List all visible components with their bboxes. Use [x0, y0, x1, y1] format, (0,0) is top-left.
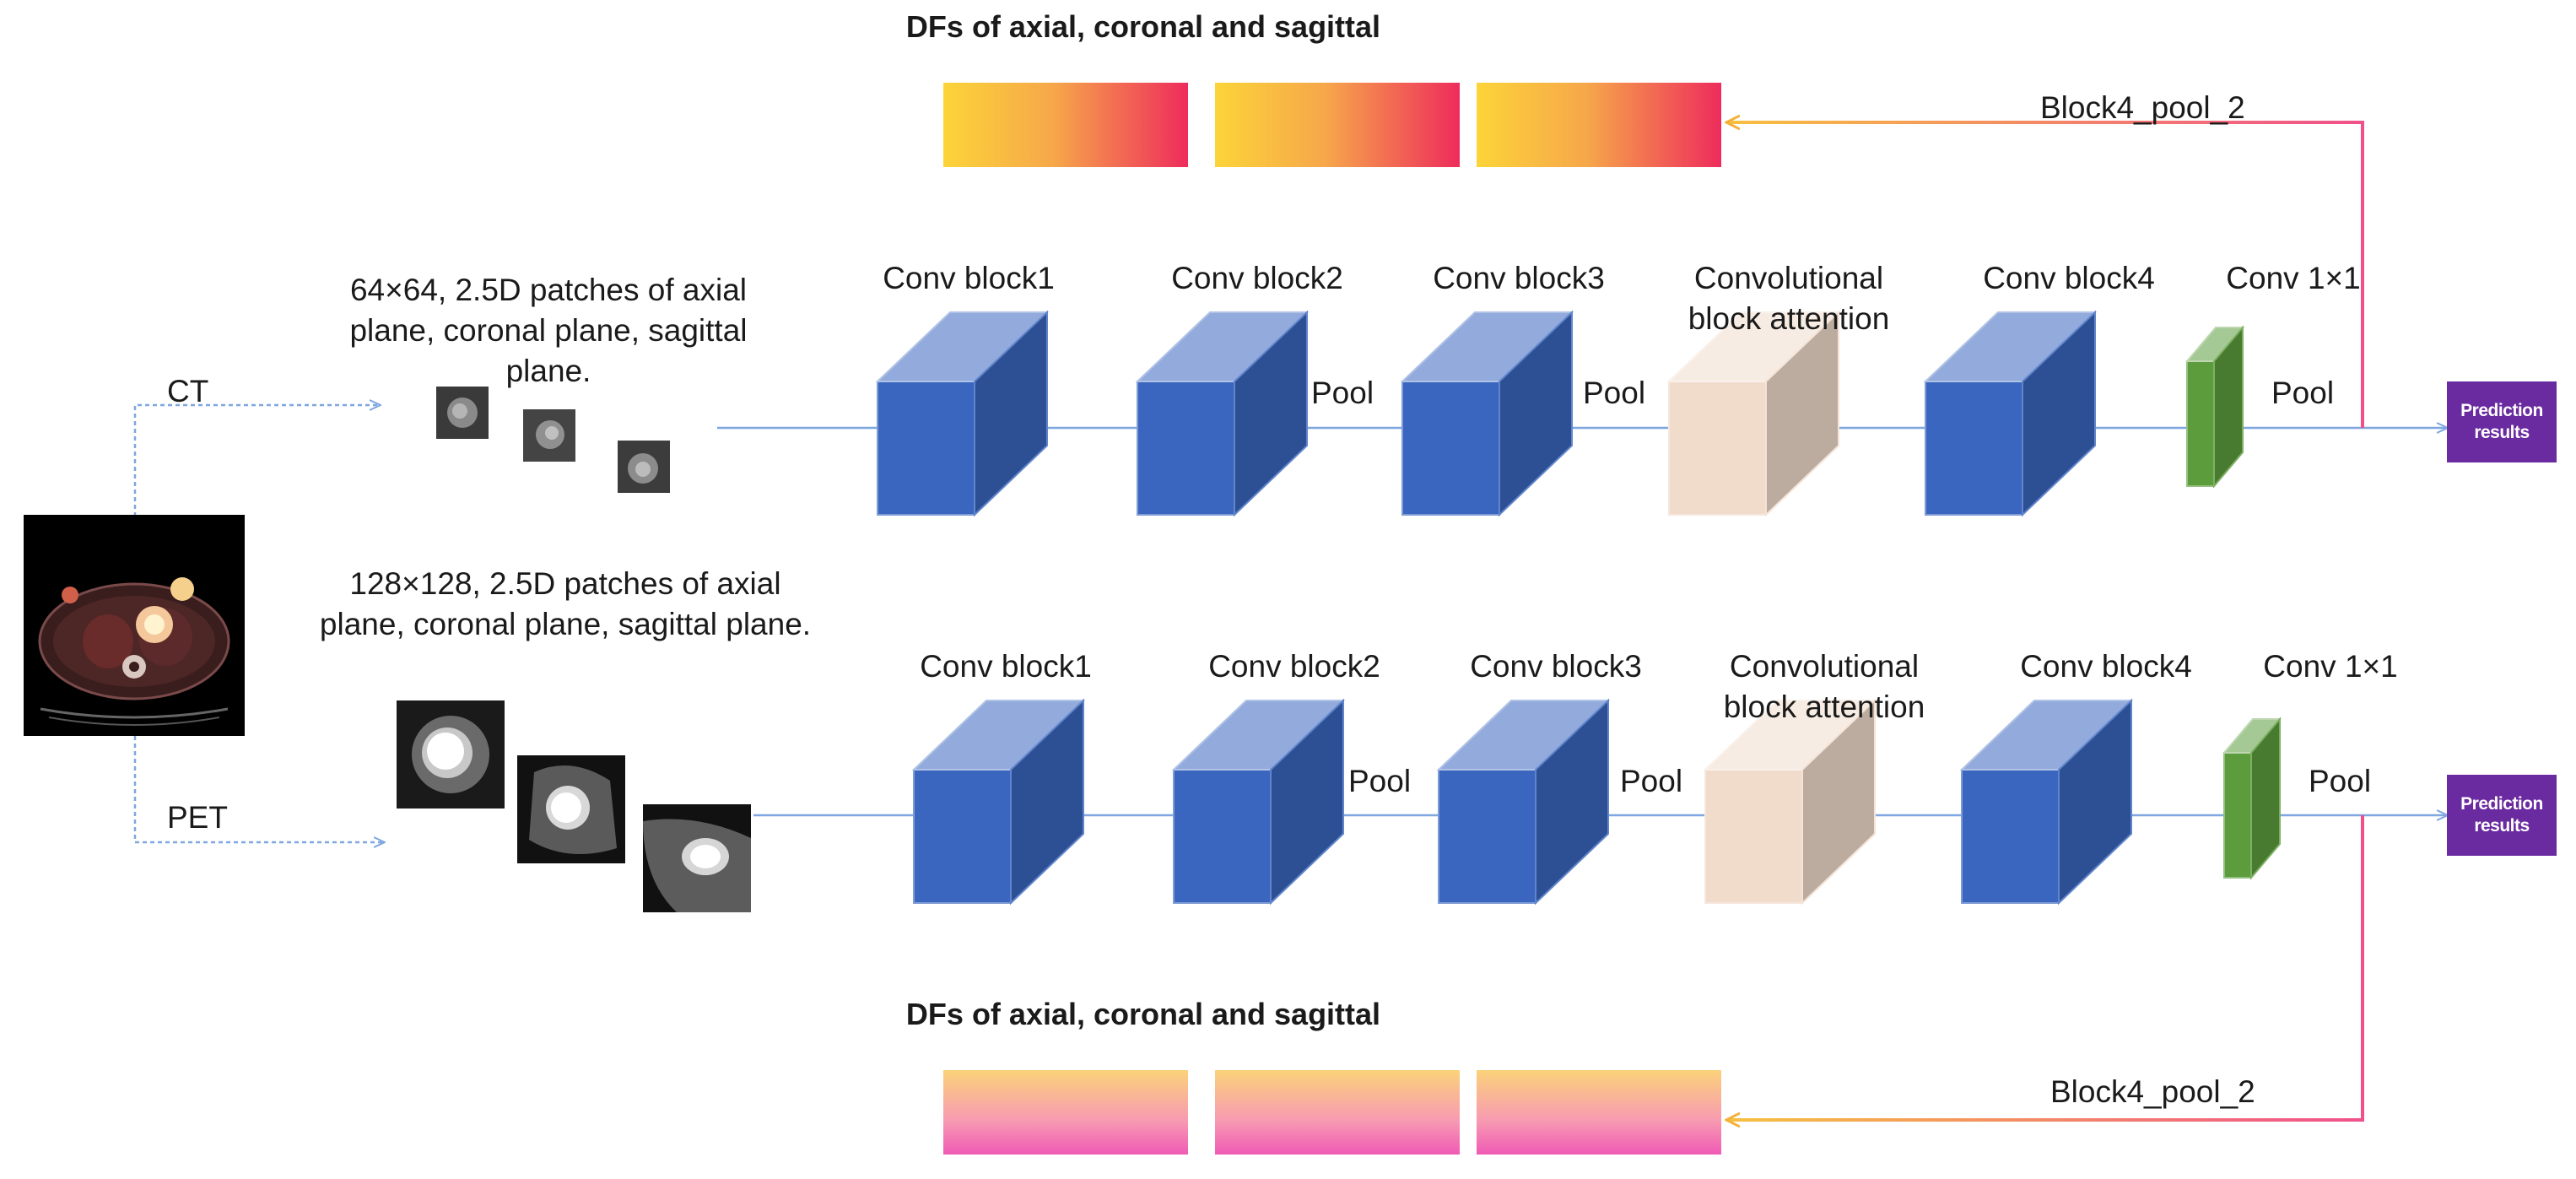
ct-sagittal-patch	[618, 441, 670, 493]
bottom-cube-conv1x1-front	[2223, 752, 2252, 879]
top-cube-conv-block3	[1400, 310, 1574, 517]
top-cube-conv-block3-front	[1401, 381, 1500, 516]
top-pool-label-3: Pool	[2271, 376, 2335, 410]
bottom-label-conv-block2: Conv block2	[1208, 649, 1380, 684]
bottom-cube-conv-block3	[1436, 698, 1611, 906]
bottom-cube-conv-block2	[1171, 698, 1346, 906]
bottom-df-title: DFs of axial, coronal and sagittal	[905, 997, 1381, 1031]
ct-input-line	[133, 405, 380, 516]
top-df-coronal-bar	[1215, 83, 1460, 167]
bottom-cube-attention-block	[1703, 698, 1877, 906]
bottom-cube-conv-block4-front	[1961, 769, 2060, 904]
pet-label: PET	[167, 800, 228, 835]
bottom-prediction-results: Prediction results	[2447, 775, 2557, 856]
bottom-label-conv1x1: Conv 1×1	[2263, 649, 2398, 684]
bottom-label-conv-block3: Conv block3	[1470, 649, 1642, 684]
bottom-cube-conv-block1	[911, 698, 1086, 906]
bottom-label-conv-block4: Conv block4	[2020, 649, 2192, 684]
top-prediction-results: Prediction results	[2447, 381, 2557, 462]
bottom-pool-label-1: Pool	[1348, 764, 1412, 798]
bottom-label-conv-block1: Conv block1	[920, 649, 1092, 684]
bottom-cube-attention-block-side	[1801, 698, 1876, 906]
bottom-df-coronal-bar	[1215, 1070, 1460, 1155]
top-label-attention: Convolutional block attention	[1688, 261, 1890, 336]
top-cube-conv-block4-front	[1925, 381, 2023, 516]
ct-axial-patch	[436, 387, 489, 439]
top-df-title: DFs of axial, coronal and sagittal	[905, 9, 1381, 44]
bottom-pool-label-3: Pool	[2309, 764, 2372, 798]
bottom-cube-attention-block-front	[1704, 769, 1803, 904]
top-feedback-label: Block4_pool_2	[2040, 90, 2245, 125]
pet-axial-patch	[397, 700, 505, 809]
top-label-conv1x1: Conv 1×1	[2226, 261, 2361, 295]
bottom-cube-conv-block4-side	[2058, 698, 2132, 906]
bottom-df-axial-bar	[943, 1070, 1188, 1155]
top-cube-conv1x1	[2184, 325, 2245, 489]
bottom-feedback-arrow	[1726, 815, 2364, 1120]
top-cube-conv-block2	[1135, 310, 1310, 517]
top-df-sagittal-bar	[1477, 83, 1721, 167]
pet-input-line	[133, 736, 384, 842]
top-df-axial-bar	[943, 83, 1188, 167]
bottom-cube-conv-block2-front	[1173, 769, 1272, 904]
pet-ct-scan-image	[24, 515, 245, 736]
bottom-label-attention: Convolutional block attention	[1723, 649, 1925, 724]
top-cube-conv1x1-side	[2213, 325, 2244, 489]
top-label-conv-block2: Conv block2	[1171, 261, 1343, 295]
top-cube-conv-block1-front	[877, 381, 975, 516]
top-cube-conv-block2-front	[1137, 381, 1235, 516]
top-feedback-arrow	[1726, 122, 2364, 428]
top-cube-conv-block4-side	[2022, 310, 2096, 517]
top-label-conv-block4: Conv block4	[1983, 261, 2155, 295]
top-label-conv-block3: Conv block3	[1433, 261, 1605, 295]
top-cube-conv-block1-side	[974, 310, 1048, 517]
pet-sagittal-patch	[643, 804, 751, 912]
pet-coronal-patch	[517, 755, 625, 863]
bottom-cube-conv-block2-side	[1270, 698, 1344, 906]
bottom-feedback-label: Block4_pool_2	[2050, 1074, 2255, 1109]
top-cube-conv-block2-side	[1234, 310, 1308, 517]
bottom-cube-conv-block1-front	[913, 769, 1012, 904]
ct-label: CT	[167, 374, 209, 408]
bottom-cube-conv-block3-side	[1535, 698, 1609, 906]
bottom-cube-conv-block1-side	[1010, 698, 1084, 906]
top-cube-attention-block-side	[1765, 310, 1839, 517]
top-pool-label-1: Pool	[1311, 376, 1374, 410]
bottom-cube-conv1x1-side	[2250, 717, 2281, 880]
top-cube-conv-block4	[1923, 310, 2098, 517]
top-cube-attention-block-front	[1668, 381, 1767, 516]
bottom-pool-label-2: Pool	[1620, 764, 1683, 798]
top-cube-conv-block1	[875, 310, 1050, 517]
ct-coronal-patch	[523, 409, 575, 462]
top-cube-attention-block	[1666, 310, 1841, 517]
bottom-cube-conv1x1	[2222, 717, 2282, 880]
pet-patch-description: 128×128, 2.5D patches of axial plane, co…	[319, 566, 812, 641]
top-label-conv-block1: Conv block1	[883, 261, 1055, 295]
bottom-cube-conv-block3-front	[1438, 769, 1536, 904]
ct-patch-description: 64×64, 2.5D patches of axial plane, coro…	[349, 273, 748, 388]
bottom-cube-conv-block4	[1959, 698, 2134, 906]
top-pool-label-2: Pool	[1583, 376, 1646, 410]
top-cube-conv1x1-front	[2186, 360, 2215, 487]
top-cube-conv-block3-side	[1499, 310, 1573, 517]
bottom-df-sagittal-bar	[1477, 1070, 1721, 1155]
